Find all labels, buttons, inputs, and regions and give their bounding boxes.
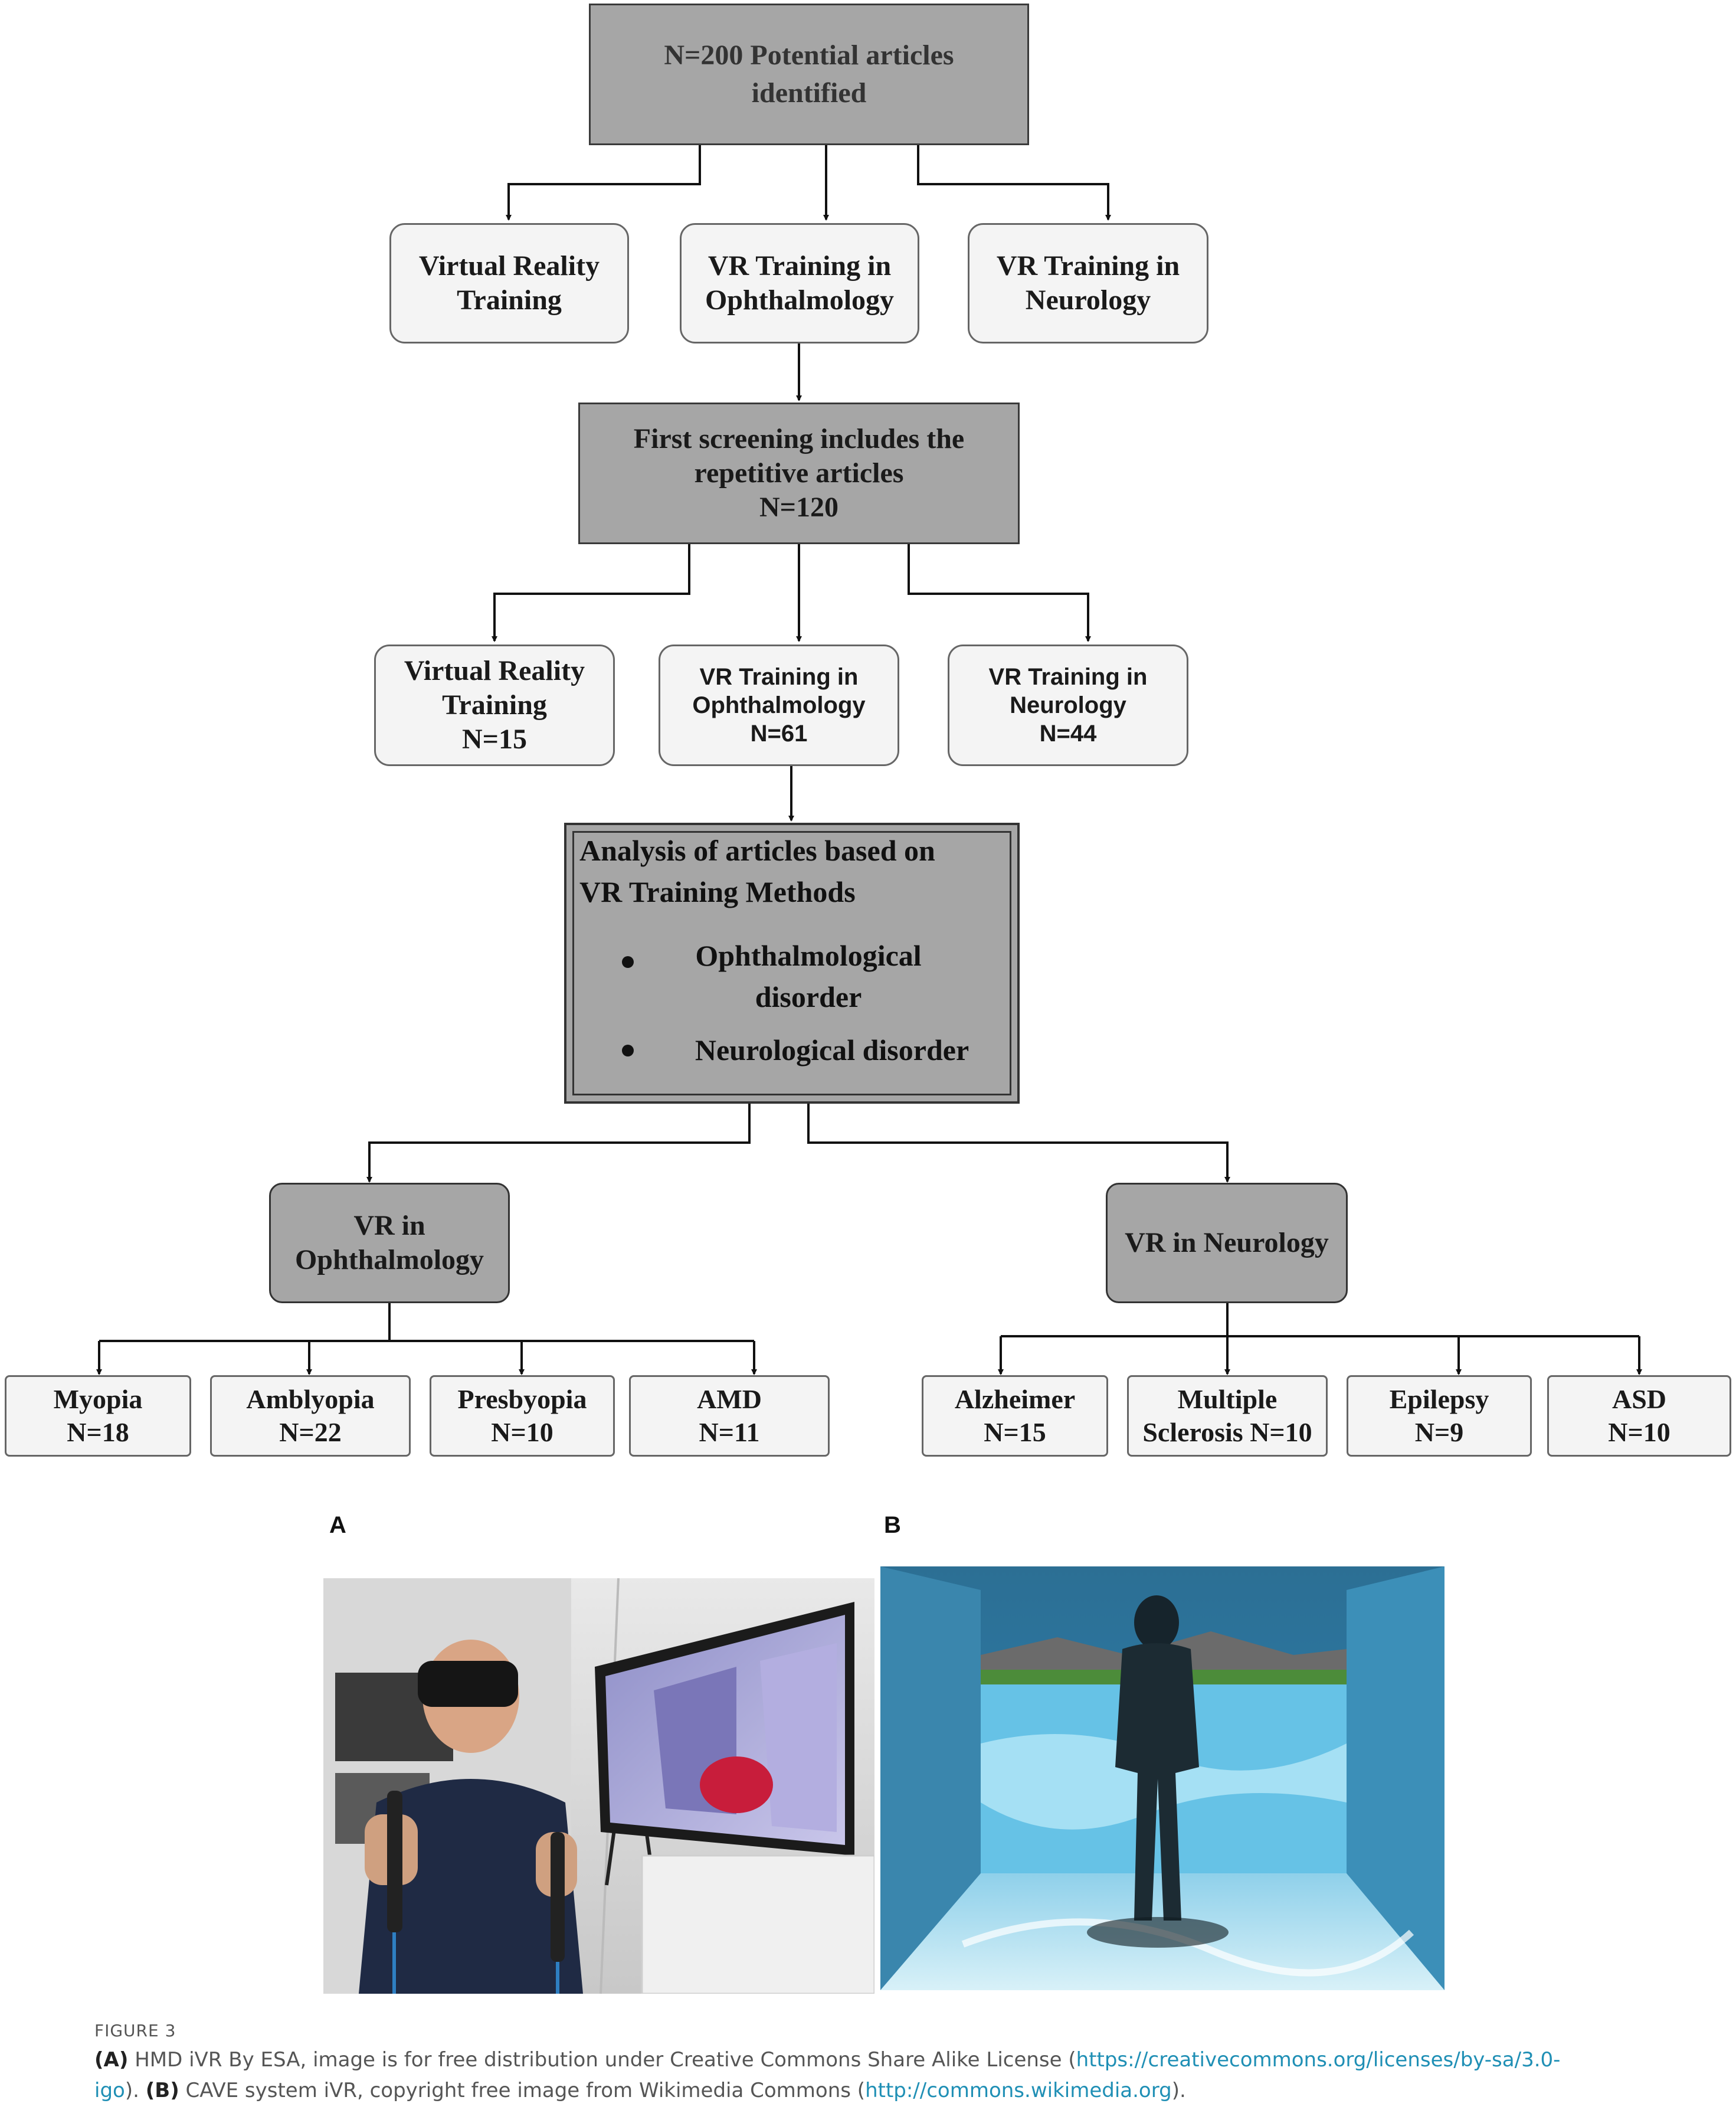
vr-in-neurology-label: VR in Neurology [1125,1227,1329,1258]
potential-articles-line2: identified [751,77,867,109]
caption-a-link-cont[interactable]: igo [94,2079,125,2102]
caption-b-link[interactable]: http://commons.wikimedia.org [865,2079,1172,2102]
amd-box: AMD N=11 [629,1375,830,1457]
analysis-title-line1: Analysis of articles based on [579,834,935,867]
amblyopia-box: Amblyopia N=22 [210,1375,411,1457]
caption-a-close: ). [125,2079,139,2102]
caption-a-text: HMD iVR By ESA, image is for free distri… [135,2048,1076,2072]
amblyopia-count: N=22 [279,1417,342,1447]
panel-label-b: B [884,1512,901,1538]
vr-training-line1: Virtual Reality [418,250,600,282]
vr-neurology-count-value: N=44 [1039,721,1097,747]
vr-training-line2: Training [457,284,562,316]
caption-a-link[interactable]: https://creativecommons.org/licenses/by-… [1076,2048,1561,2072]
bullet-dot-2 [622,1045,634,1056]
analysis-inner-border [572,831,1011,1095]
analysis-title-line2: VR Training Methods [579,875,856,908]
presbyopia-box: Presbyopia N=10 [430,1375,615,1457]
vr-neurology-line1: VR Training in [996,250,1180,282]
bullet-ophthalmological: Ophthalmological disorder [667,935,950,1018]
first-screening-box: First screening includes the repetitive … [578,403,1020,544]
vr-in-ophthalmology-box: VR in Ophthalmology [269,1183,510,1303]
vr-in-ophthalmology-line1: VR in [353,1210,425,1241]
photo-hmd-vr [323,1578,874,1994]
first-screening-line2: repetitive articles [694,457,904,489]
vr-ophthalmology-line1: VR Training in [707,250,892,282]
epilepsy-count: N=9 [1414,1417,1464,1447]
potential-articles-line1: N=200 Potential articles [664,40,954,71]
amd-count: N=11 [699,1417,760,1447]
multiple-sclerosis-count: Sclerosis N=10 [1142,1417,1312,1447]
alzheimer-box: Alzheimer N=15 [922,1375,1108,1457]
potential-articles-box: N=200 Potential articles identified [589,4,1029,145]
vr-in-ophthalmology-line2: Ophthalmology [294,1244,484,1275]
bullet-ophthalmological-line1: Ophthalmological [695,939,922,972]
epilepsy-label: Epilepsy [1389,1384,1489,1414]
vr-ophthalmology-box: VR Training in Ophthalmology [680,223,919,344]
myopia-label: Myopia [53,1384,143,1414]
vr-training-count-line2: Training [442,689,547,721]
panel-label-a: A [329,1512,346,1538]
figure-label: FIGURE 3 [94,2021,176,2040]
epilepsy-box: Epilepsy N=9 [1347,1375,1532,1457]
asd-count: N=10 [1608,1417,1671,1447]
photo-cave-system [880,1566,1445,1990]
first-screening-count: N=120 [759,492,838,523]
asd-label: ASD [1611,1384,1667,1414]
caption-b-close: ). [1171,2079,1186,2102]
bullet-dot-1 [622,956,634,968]
asd-box: ASD N=10 [1547,1375,1731,1457]
vr-ophthalmology-line2: Ophthalmology [705,284,895,316]
vr-ophthalmology-count-box: VR Training in Ophthalmology N=61 [659,645,899,766]
vr-training-count-box: Virtual Reality Training N=15 [374,645,615,766]
myopia-count: N=18 [67,1417,129,1447]
vr-training-count-value: N=15 [461,724,527,755]
analysis-box: Analysis of articles based on VR Trainin… [564,823,1020,1104]
vr-ophthalmology-count-value: N=61 [750,721,808,747]
bullet-ophthalmological-line2: disorder [755,980,862,1013]
vr-neurology-count-box: VR Training in Neurology N=44 [948,645,1188,766]
alzheimer-count: N=15 [984,1417,1046,1447]
caption-b-text: CAVE system iVR, copyright free image fr… [185,2079,866,2102]
figure-caption: (A) HMD iVR By ESA, image is for free di… [94,2044,1652,2106]
vr-neurology-line2: Neurology [1025,284,1151,316]
presbyopia-count: N=10 [491,1417,553,1447]
vr-neurology-box: VR Training in Neurology [968,223,1208,344]
vr-neurology-count-line1: VR Training in [988,664,1148,690]
caption-a-tag: (A) [94,2048,129,2072]
analysis-title: Analysis of articles based on VR Trainin… [579,830,1010,912]
caption-line-2: igo). (B) CAVE system iVR, copyright fre… [94,2075,1652,2106]
vr-training-box: Virtual Reality Training [389,223,629,344]
amd-label: AMD [697,1384,762,1414]
caption-b-tag: (B) [145,2079,179,2102]
vr-ophthalmology-count-line1: VR Training in [699,664,859,690]
alzheimer-label: Alzheimer [954,1384,1076,1414]
flowchart-connectors [96,144,1642,1375]
multiple-sclerosis-label: Multiple [1177,1384,1278,1414]
myopia-box: Myopia N=18 [5,1375,191,1457]
vr-training-count-line1: Virtual Reality [404,655,585,686]
vr-ophthalmology-count-line2: Ophthalmology [692,692,866,718]
vr-in-neurology-box: VR in Neurology [1106,1183,1348,1303]
vr-neurology-count-line2: Neurology [1010,692,1126,718]
first-screening-line1: First screening includes the [633,423,965,454]
amblyopia-label: Amblyopia [246,1384,375,1414]
multiple-sclerosis-box: Multiple Sclerosis N=10 [1127,1375,1328,1457]
presbyopia-label: Presbyopia [457,1384,587,1414]
caption-line-1: (A) HMD iVR By ESA, image is for free di… [94,2044,1652,2075]
bullet-neurological: Neurological disorder [695,1033,969,1067]
